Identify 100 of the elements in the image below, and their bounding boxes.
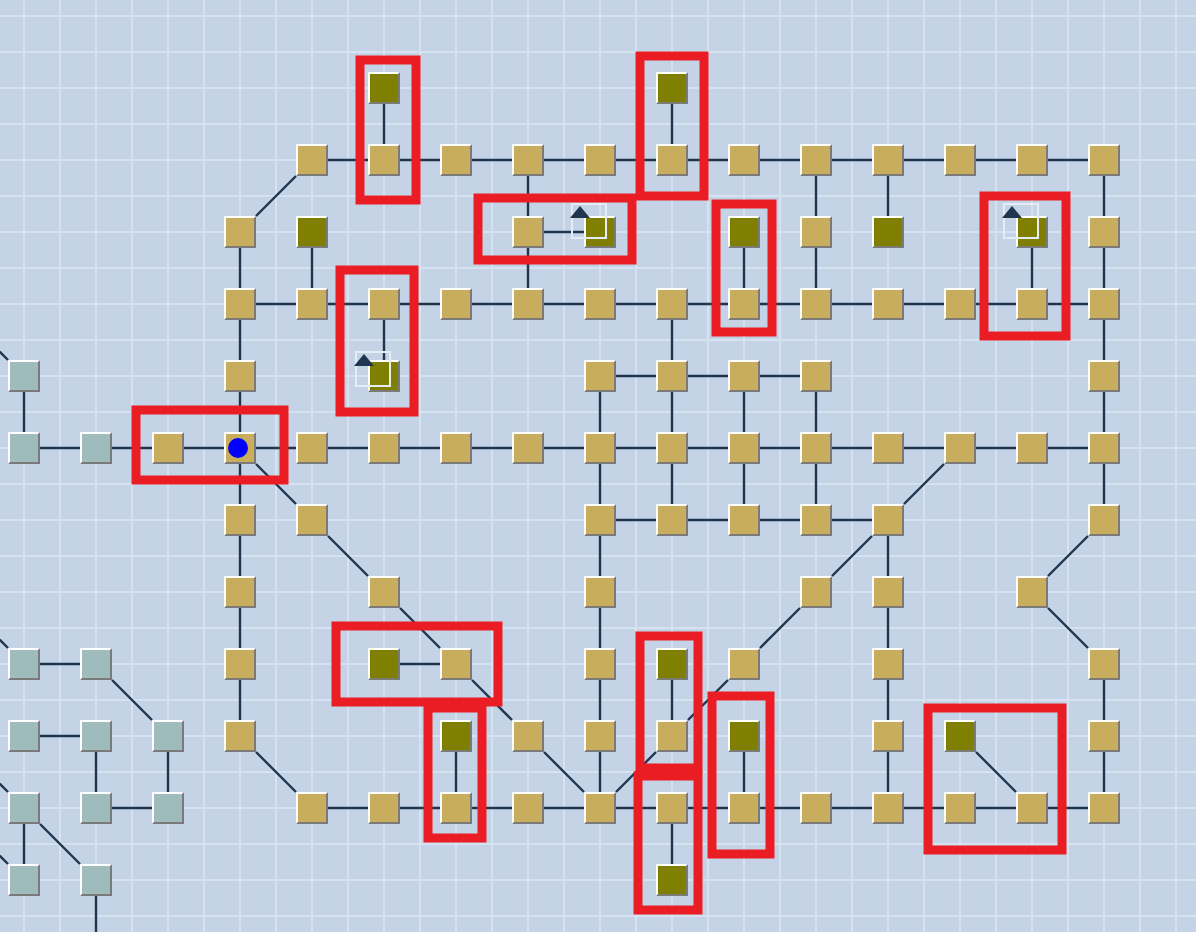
connector-line — [670, 392, 674, 432]
node-square — [728, 360, 760, 392]
connector-line — [742, 752, 746, 792]
connector-line — [760, 374, 800, 378]
connector-line — [886, 176, 890, 216]
connector-line — [976, 302, 1016, 306]
connector-line — [238, 608, 242, 648]
node-square — [584, 576, 616, 608]
node-square — [728, 288, 760, 320]
connector-line — [400, 806, 440, 810]
connector-line — [616, 518, 656, 522]
connector-line — [400, 662, 440, 666]
connector-line — [166, 752, 170, 792]
connector-line — [670, 104, 674, 144]
connector-line — [1048, 302, 1088, 306]
node-square — [512, 216, 544, 248]
connector-line — [238, 680, 242, 720]
node-square — [656, 792, 688, 824]
connector-line — [814, 176, 818, 216]
node-square — [1016, 432, 1048, 464]
node-square — [152, 432, 184, 464]
connector-line — [688, 374, 728, 378]
active-node-square — [944, 720, 976, 752]
connector-line — [687, 679, 729, 721]
connector-line — [544, 806, 584, 810]
connector-line — [615, 751, 657, 793]
external-node-square — [8, 648, 40, 680]
connector-line — [760, 446, 800, 450]
node-square — [1016, 288, 1048, 320]
node-square — [1088, 792, 1120, 824]
node-square — [368, 288, 400, 320]
connector-line — [616, 158, 656, 162]
node-square — [368, 576, 400, 608]
connector-line — [238, 536, 242, 576]
node-square — [440, 288, 472, 320]
external-node-square — [152, 792, 184, 824]
connector-line — [742, 248, 746, 288]
node-square — [656, 504, 688, 536]
connector-line — [39, 823, 81, 865]
node-square — [224, 360, 256, 392]
node-square — [296, 144, 328, 176]
active-node-square — [656, 864, 688, 896]
connector-line — [255, 751, 297, 793]
external-node-square — [8, 720, 40, 752]
connector-line — [40, 662, 80, 666]
connector-line — [454, 752, 458, 792]
connector-line — [670, 320, 674, 360]
node-square — [512, 720, 544, 752]
node-square — [512, 792, 544, 824]
external-node-square — [80, 864, 112, 896]
connector-line — [399, 607, 441, 649]
node-square — [512, 432, 544, 464]
active-node-square — [656, 72, 688, 104]
node-square — [656, 144, 688, 176]
node-square — [872, 504, 904, 536]
connector-line — [886, 752, 890, 792]
connector-line — [1102, 176, 1106, 216]
connector-line — [22, 392, 26, 432]
node-square — [224, 576, 256, 608]
node-square — [656, 432, 688, 464]
connector-line — [328, 158, 368, 162]
node-square — [296, 432, 328, 464]
connector-line — [598, 680, 602, 720]
node-square — [1088, 504, 1120, 536]
node-square — [872, 432, 904, 464]
connector-line — [670, 464, 674, 504]
node-square — [656, 720, 688, 752]
connector-line — [310, 248, 314, 288]
connector-line — [688, 446, 728, 450]
connector-line — [975, 751, 1017, 793]
connector-line — [760, 158, 800, 162]
connector-line — [688, 302, 728, 306]
active-node-square — [728, 720, 760, 752]
connector-line — [976, 446, 1016, 450]
connector-line — [760, 518, 800, 522]
node-square — [1088, 720, 1120, 752]
node-square — [296, 288, 328, 320]
connector-line — [814, 248, 818, 288]
connector-line — [832, 158, 872, 162]
node-square — [1088, 144, 1120, 176]
connector-line — [831, 535, 873, 577]
connector-line — [688, 518, 728, 522]
connector-line — [1047, 535, 1089, 577]
active-node-square — [368, 648, 400, 680]
connector-line — [976, 806, 1016, 810]
node-square — [1016, 144, 1048, 176]
connector-line — [526, 248, 530, 288]
connector-line — [1102, 680, 1106, 720]
connector-line — [1048, 806, 1088, 810]
connector-line — [328, 302, 368, 306]
connector-line — [1048, 158, 1088, 162]
connector-line — [526, 176, 530, 216]
node-square — [1088, 432, 1120, 464]
connector-line — [814, 464, 818, 504]
node-square — [728, 504, 760, 536]
node-square — [872, 144, 904, 176]
connector-line — [256, 302, 296, 306]
node-square — [368, 144, 400, 176]
node-square — [872, 648, 904, 680]
connector-line — [328, 806, 368, 810]
